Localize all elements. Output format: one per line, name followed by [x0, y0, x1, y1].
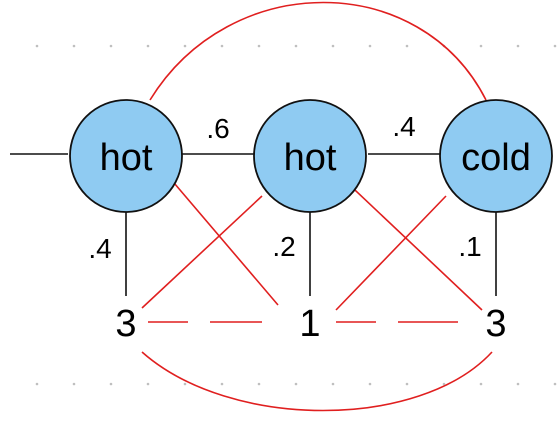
state-circle: [69, 99, 183, 213]
grid-dot: [257, 382, 261, 386]
black-edges: [10, 153, 497, 296]
grid-dot: [294, 382, 298, 386]
state-node-1: hot: [69, 99, 183, 213]
grid-dot: [35, 382, 39, 386]
state-node-3: cold: [439, 99, 553, 213]
grid-dot: [405, 44, 409, 48]
grid-dot: [479, 44, 483, 48]
red-arc-bottom: [141, 351, 493, 412]
grid-dot: [72, 382, 76, 386]
state-label: hot: [100, 137, 153, 179]
grid-dot: [257, 44, 261, 48]
red-link-hot2-obs1: [141, 195, 263, 309]
red-arc-top: [149, 1, 487, 101]
grid-dot: [35, 44, 39, 48]
grid-dot: [516, 382, 520, 386]
dot-grid: [35, 44, 557, 386]
state-node-2: hot: [253, 99, 367, 213]
state-circle: [439, 99, 553, 213]
grid-dot: [183, 44, 187, 48]
grid-dot: [442, 382, 446, 386]
grid-dot: [72, 44, 76, 48]
observation-label-3: 3: [485, 303, 506, 345]
grid-dot: [183, 382, 187, 386]
observation-label-2: 1: [299, 303, 320, 345]
emission-label-1: .4: [88, 233, 111, 264]
emission-label-2: .2: [272, 231, 295, 262]
grid-dot: [368, 382, 372, 386]
grid-dot: [109, 382, 113, 386]
red-link-hot1-obs2: [162, 169, 279, 306]
state-circle: [253, 99, 367, 213]
grid-dot: [479, 382, 483, 386]
grid-dot: [220, 44, 224, 48]
grid-dot: [368, 44, 372, 48]
grid-dot: [331, 44, 335, 48]
grid-dot: [331, 382, 335, 386]
observation-label-1: 3: [115, 303, 136, 345]
state-label: cold: [461, 137, 531, 179]
red-link-hot2-obs3: [337, 173, 483, 311]
red-link-cold-obs2: [335, 195, 447, 311]
grid-dot: [109, 44, 113, 48]
grid-dot: [146, 382, 150, 386]
grid-dot: [553, 44, 557, 48]
state-label: hot: [284, 137, 337, 179]
grid-dot: [553, 382, 557, 386]
grid-dot: [220, 382, 224, 386]
emission-label-3: .1: [458, 231, 481, 262]
grid-dot: [516, 44, 520, 48]
grid-dot: [146, 44, 150, 48]
grid-dot: [405, 382, 409, 386]
grid-dot: [294, 44, 298, 48]
red-links: [141, 1, 493, 412]
transition-label-hot1-hot2: .6: [206, 113, 229, 144]
transition-label-hot2-cold: .4: [392, 111, 415, 142]
